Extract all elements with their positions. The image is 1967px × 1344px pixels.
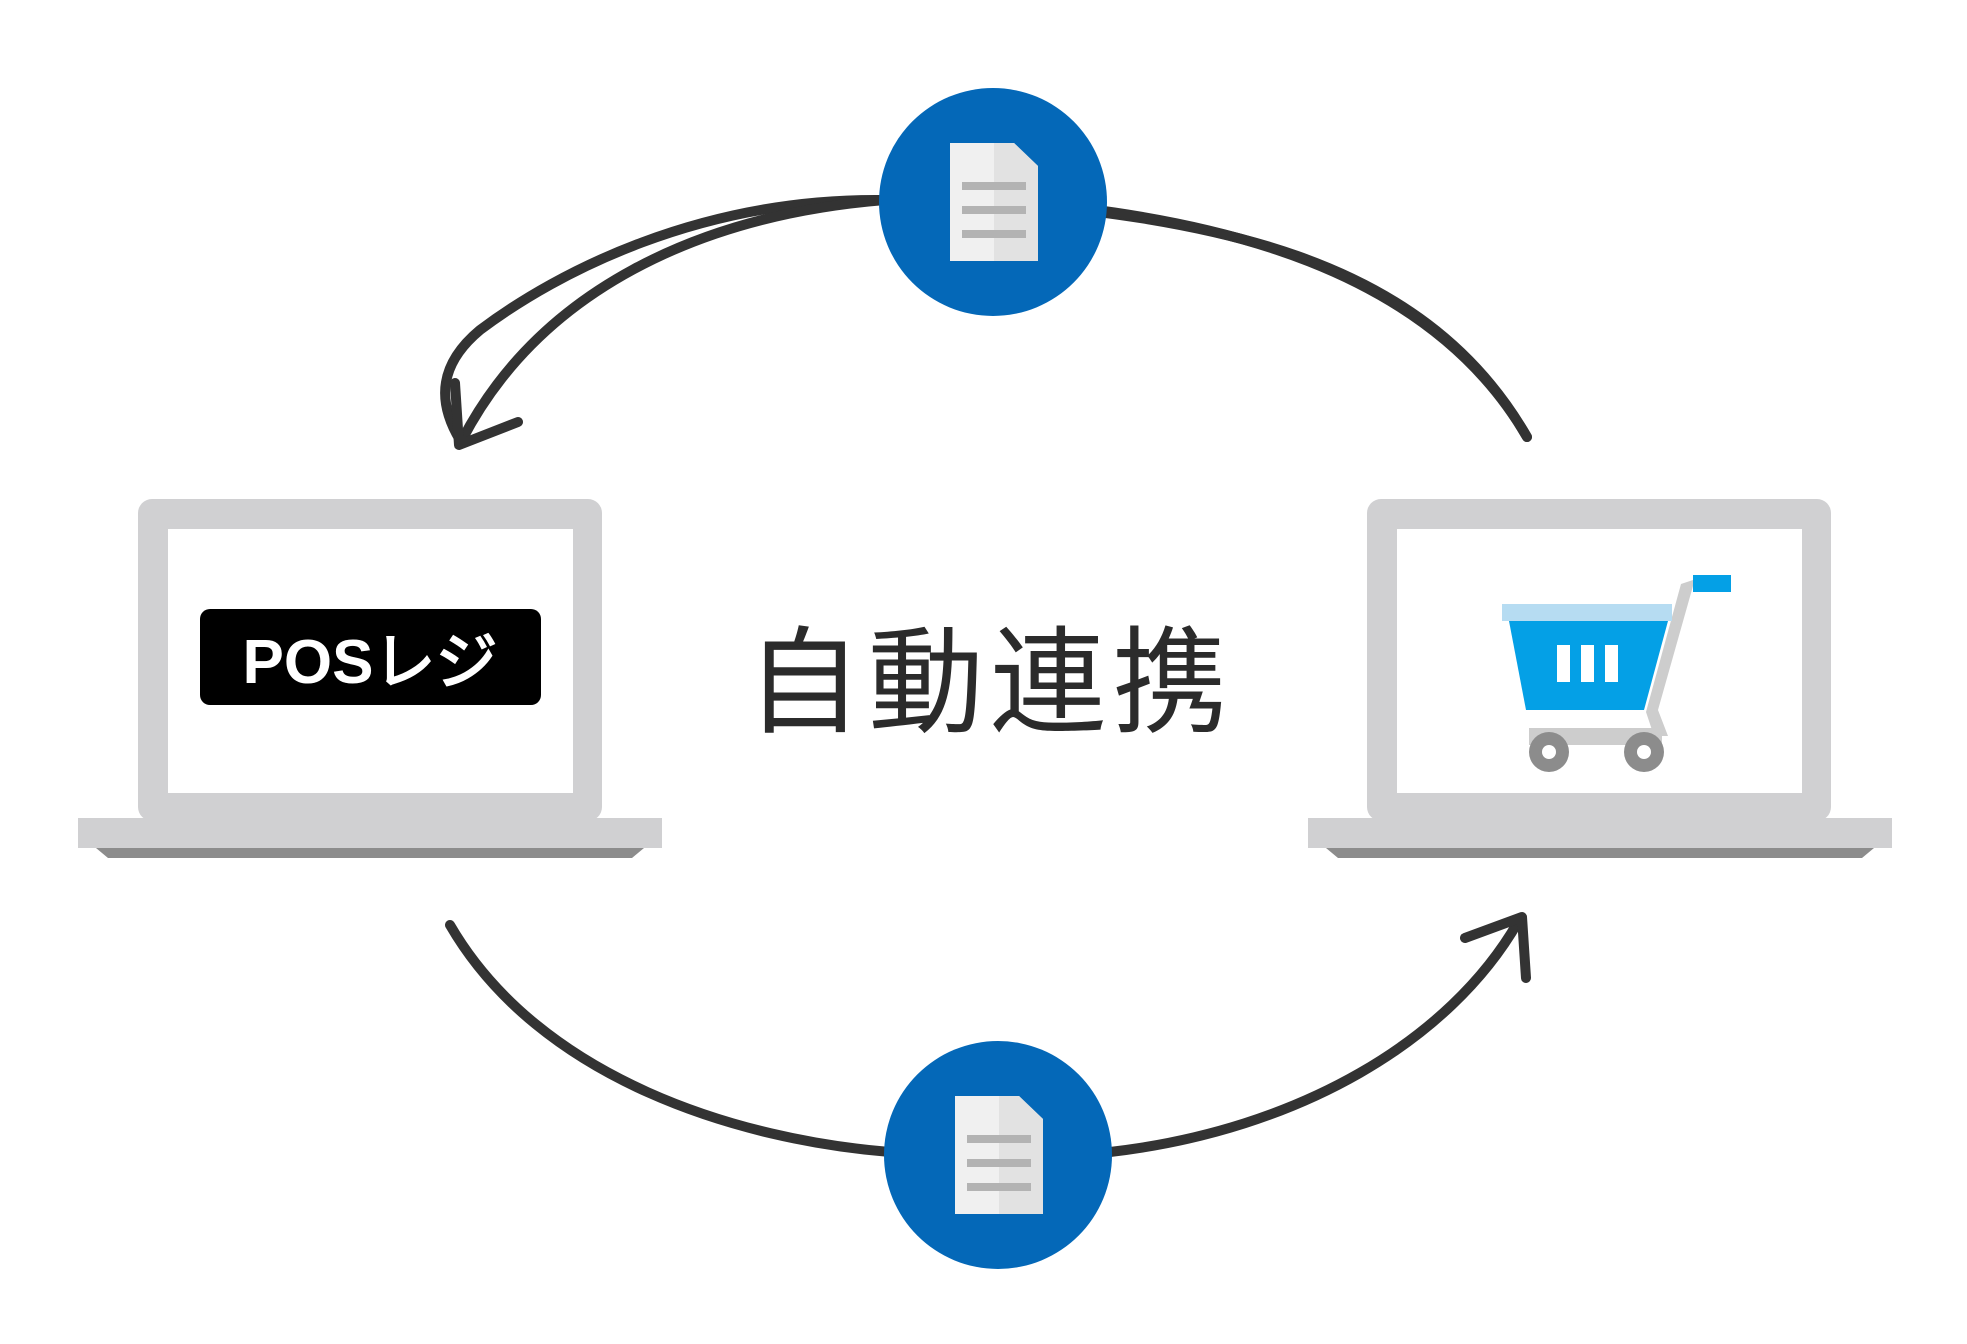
- right-laptop: [1308, 499, 1892, 858]
- pos-badge: POSレジ: [200, 609, 541, 705]
- bottom-arrow: [445, 912, 1531, 1157]
- document-icon: [950, 143, 1038, 261]
- document-icon: [955, 1096, 1043, 1214]
- shopping-cart-icon: [1502, 575, 1731, 772]
- bottom-arrow-curve-right: [1105, 917, 1523, 1157]
- top-arrowhead: [450, 378, 523, 450]
- pos-badge-label: POSレジ: [243, 628, 498, 697]
- bottom-arrow-curve-left: [445, 920, 895, 1157]
- left-laptop: POSレジ: [78, 499, 662, 858]
- bottom-arrowhead: [1460, 912, 1531, 983]
- bottom-document-badge: [884, 1041, 1112, 1269]
- top-document-badge: [879, 88, 1107, 316]
- top-arrow-curve-left: [457, 195, 890, 445]
- center-label: 自動連携: [746, 616, 1234, 751]
